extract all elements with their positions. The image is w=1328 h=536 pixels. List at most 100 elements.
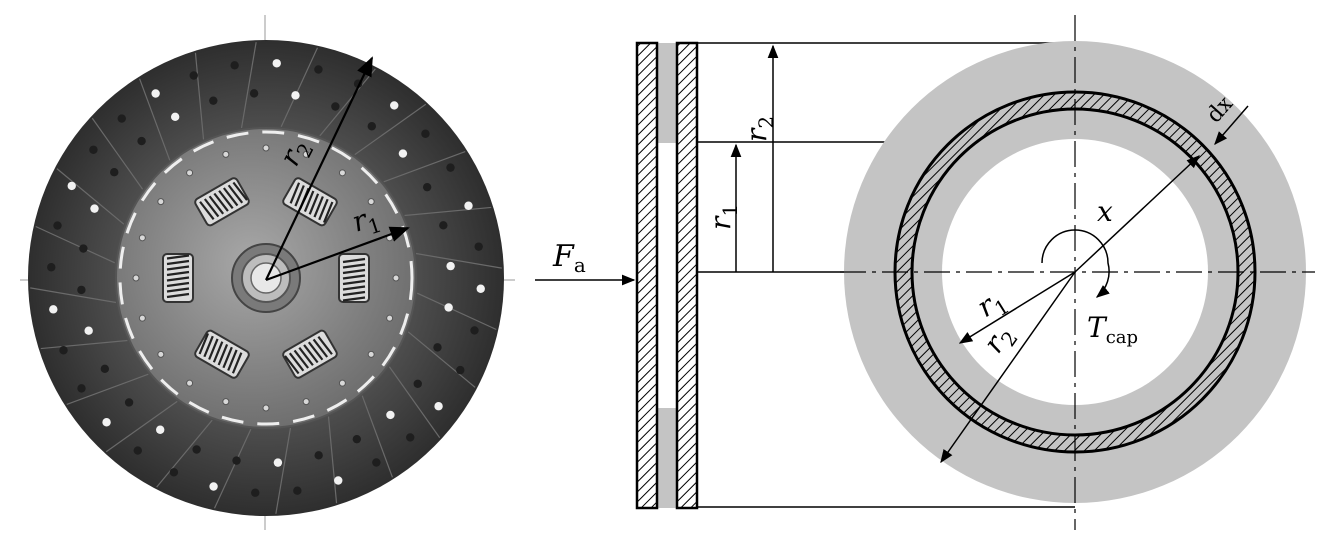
spring-coil: [166, 287, 190, 293]
lining-segment-line: [40, 339, 128, 350]
rivet-hole: [439, 221, 448, 230]
spring-coil: [198, 333, 210, 355]
rivet-hole: [156, 425, 165, 434]
rivet-hole: [470, 326, 479, 335]
rivet-hole: [314, 65, 323, 74]
lining-segment-line: [240, 42, 257, 129]
r2-arrow: [265, 56, 373, 281]
spring-coil: [166, 265, 190, 271]
rivet-hole: [53, 221, 62, 230]
spring-coil: [203, 335, 214, 358]
rivet-hole: [474, 242, 483, 251]
spring-coil: [222, 187, 239, 207]
plate-rivet: [302, 150, 310, 158]
lining-segment-line: [138, 78, 171, 161]
spring-coil: [342, 257, 366, 264]
plate-rivet: [302, 398, 310, 406]
rivet-hole: [189, 71, 198, 80]
spring-coil: [222, 346, 233, 369]
spring-coil: [166, 270, 190, 277]
rivet-hole: [90, 204, 99, 213]
rivet-hole: [352, 434, 362, 444]
spring-coil: [218, 190, 234, 209]
spring-coil: [293, 349, 310, 369]
rivet-hole: [169, 468, 179, 477]
plate-rivet: [338, 169, 346, 177]
rivet-hole: [272, 59, 281, 68]
spring-coil: [342, 274, 366, 280]
spring-coil: [342, 290, 366, 297]
rivet-hole: [273, 458, 283, 467]
lining-segment-line: [319, 68, 376, 137]
spring-coil: [342, 268, 366, 275]
rivet-hole: [446, 163, 455, 172]
lining-segment-line: [416, 292, 497, 331]
plate-rivet: [186, 379, 194, 387]
rivet-hole: [464, 201, 473, 210]
rivet-hole: [84, 326, 93, 335]
damper-spring: [162, 253, 194, 303]
rivet-hole: [79, 244, 88, 253]
plate-rivet: [262, 404, 270, 412]
lining-segment-line: [105, 400, 178, 453]
rivet-hole: [249, 89, 259, 98]
damper-spring: [282, 329, 338, 379]
spring-coil: [289, 182, 301, 204]
lining-segment-line: [66, 373, 149, 406]
lining-segment-line: [383, 150, 466, 183]
rivet-hole: [406, 433, 415, 442]
spring-coil: [294, 185, 305, 207]
plate-rivets: [132, 144, 400, 412]
rivet-hole: [102, 418, 111, 427]
rivet-hole: [434, 402, 443, 411]
spring-coil: [303, 190, 315, 212]
spring-coil: [342, 279, 366, 286]
plate-rivet: [132, 274, 140, 282]
friction-strip-top: [657, 43, 677, 143]
rivet-hole: [49, 305, 58, 314]
rivet-hole: [137, 136, 146, 146]
spring-coil: [227, 349, 238, 371]
plate-rivet: [262, 144, 270, 152]
friction-strip-bottom: [657, 408, 677, 508]
plate-rivet: [157, 350, 165, 358]
torque-label: Tcap: [1087, 311, 1138, 348]
plate-rivet: [392, 274, 400, 282]
spring-coil: [322, 201, 334, 223]
x-label: x: [1097, 195, 1113, 228]
force-label: Fa: [552, 239, 586, 277]
plate-rivet: [186, 169, 194, 177]
spring-coil: [217, 344, 229, 366]
spring-coil: [166, 276, 190, 282]
spring-coil: [318, 198, 329, 221]
rivet-hole: [209, 96, 218, 105]
lining-segment-line: [415, 252, 502, 269]
lining-segment-line: [156, 419, 213, 488]
rivet-hole: [230, 61, 239, 70]
rivet-hole: [413, 379, 422, 388]
plate-rivet: [386, 314, 394, 322]
spring-coil: [213, 192, 229, 212]
r2-face-arrow: [940, 271, 1076, 464]
clutch-disc-illustration: r2 r1: [20, 15, 515, 530]
spring-coil: [288, 352, 305, 372]
spring-coil: [342, 263, 366, 269]
lining-segment-line: [361, 395, 394, 478]
rivet-hole: [192, 445, 201, 454]
spring-coil: [313, 196, 324, 218]
spring-coil: [166, 281, 190, 288]
rivet-hole: [89, 145, 98, 154]
rivet-hole: [386, 410, 395, 420]
spring-coil: [208, 195, 225, 215]
spring-coil: [284, 355, 300, 375]
rivet-hole: [133, 446, 142, 455]
lining-segment-line: [35, 225, 116, 264]
r1-arrow: [265, 226, 410, 282]
spring-coil: [166, 254, 190, 260]
lining-segment-line: [388, 366, 441, 439]
rivet-hole: [170, 112, 180, 122]
torque-arrow: [1041, 229, 1110, 298]
rivet-hole: [117, 114, 126, 123]
rivet-hole: [314, 451, 323, 460]
lining-segment-line: [213, 428, 252, 509]
